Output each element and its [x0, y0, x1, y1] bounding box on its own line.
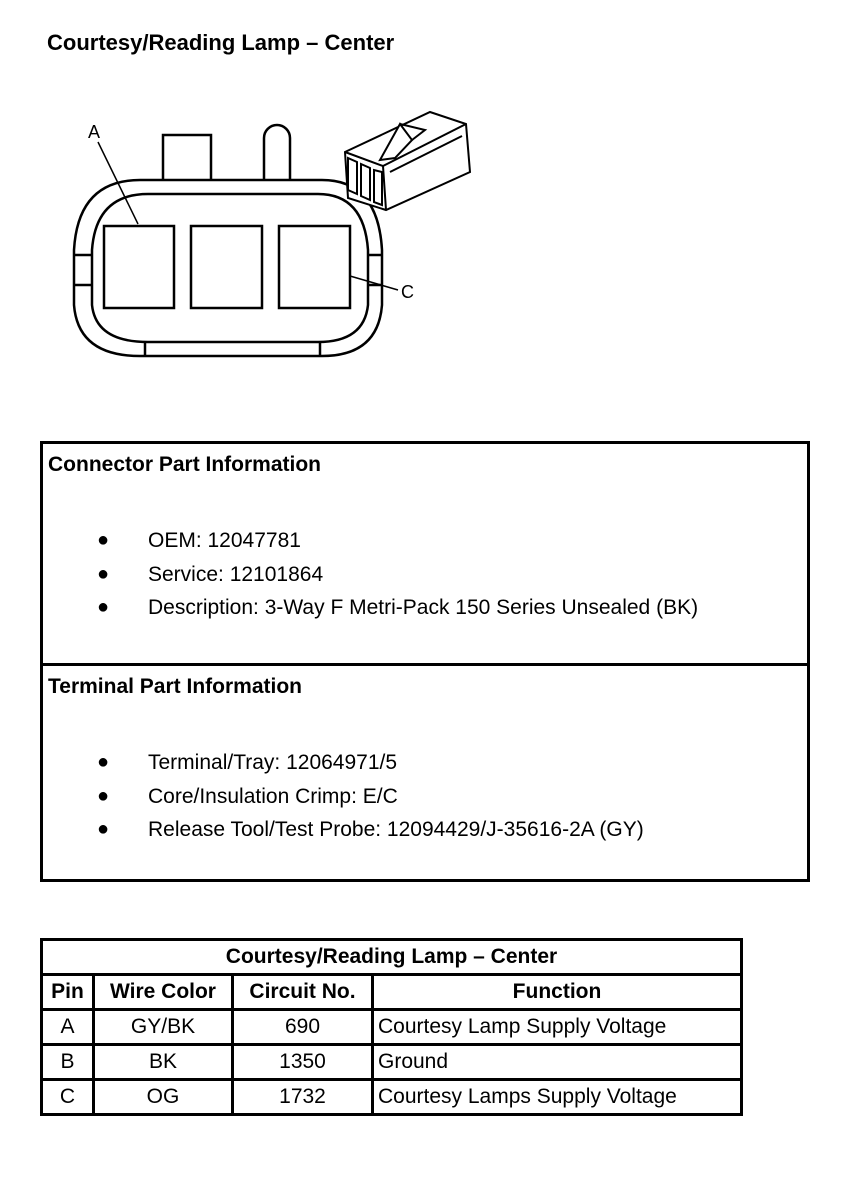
- table-row: B BK 1350 Ground: [40, 1043, 743, 1081]
- page-title: Courtesy/Reading Lamp – Center: [47, 30, 395, 55]
- column-header-function: Function: [371, 973, 743, 1011]
- cell-circuit: 1350: [231, 1043, 374, 1081]
- table-header-row: Pin Wire Color Circuit No. Function: [40, 973, 743, 1011]
- bullet-icon: ●: [97, 784, 110, 807]
- column-header-pin: Pin: [40, 973, 95, 1011]
- leader-line-a: [97, 141, 139, 225]
- cell-function: Courtesy Lamps Supply Voltage: [371, 1078, 743, 1116]
- cell-pin: C: [40, 1078, 95, 1116]
- connector-part-info: Connector Part Information ●OEM: 1204778…: [43, 444, 807, 666]
- cavity-b: [189, 224, 264, 310]
- cell-wire-color: BK: [92, 1043, 234, 1081]
- table-row: A GY/BK 690 Courtesy Lamp Supply Voltage: [40, 1008, 743, 1046]
- pinout-table: Courtesy/Reading Lamp – Center Pin Wire …: [40, 938, 743, 1116]
- cavity-c: [277, 224, 352, 310]
- connector-diagram: A C: [72, 110, 472, 358]
- bullet-icon: ●: [97, 751, 110, 773]
- connector-3d-view: [343, 110, 472, 212]
- bullet-icon: ●: [97, 818, 110, 840]
- cell-pin: A: [40, 1008, 95, 1046]
- cell-function: Courtesy Lamp Supply Voltage: [371, 1008, 743, 1046]
- terminal-info-title: Terminal Part Information: [48, 675, 302, 698]
- cell-pin: B: [40, 1043, 95, 1081]
- cell-function: Ground: [371, 1043, 743, 1081]
- bullet-icon: ●: [97, 562, 110, 585]
- connector-inner-shell: [90, 192, 370, 344]
- cell-wire-color: OG: [92, 1078, 234, 1116]
- cell-circuit: 690: [231, 1008, 374, 1046]
- cell-circuit: 1732: [231, 1078, 374, 1116]
- table-row: C OG 1732 Courtesy Lamps Supply Voltage: [40, 1078, 743, 1116]
- label-a: A: [88, 122, 100, 142]
- bullet-icon: ●: [97, 596, 110, 618]
- column-header-circuit: Circuit No.: [231, 973, 374, 1011]
- bullet-icon: ●: [97, 529, 110, 551]
- part-info-box: Connector Part Information ●OEM: 1204778…: [40, 441, 810, 882]
- leader-line-c: [349, 275, 399, 291]
- cavity-a: [102, 224, 176, 310]
- cell-wire-color: GY/BK: [92, 1008, 234, 1046]
- label-c: C: [401, 282, 414, 302]
- column-header-wire-color: Wire Color: [92, 973, 234, 1011]
- terminal-part-info: Terminal Part Information ●Terminal/Tray…: [43, 666, 807, 882]
- pinout-table-title: Courtesy/Reading Lamp – Center: [40, 938, 743, 976]
- connector-info-title: Connector Part Information: [48, 453, 322, 476]
- connector-tab: [161, 133, 213, 189]
